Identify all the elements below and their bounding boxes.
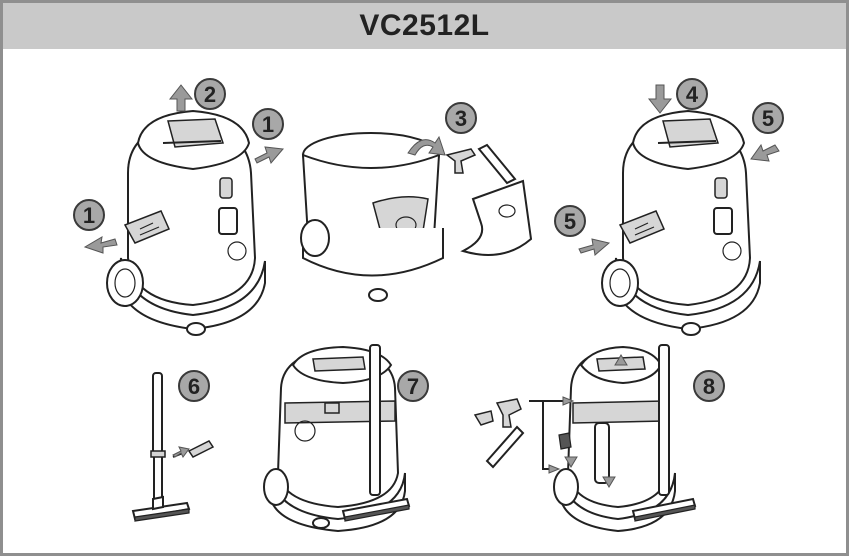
accessory-storage-panel-8 <box>473 344 697 533</box>
arrow-up-2 <box>168 84 194 112</box>
svg-text:8: 8 <box>703 374 715 399</box>
vacuum-with-wand-panel-7 <box>263 344 411 533</box>
step-badge-4: 4 <box>676 78 708 110</box>
step-badge-3: 3 <box>445 102 477 134</box>
open-container-panel-3 <box>300 132 533 302</box>
arrow-right-1 <box>254 146 284 164</box>
svg-text:5: 5 <box>564 209 576 234</box>
svg-text:1: 1 <box>262 112 274 137</box>
arrow-left-1 <box>83 236 118 254</box>
arrow-in-5-right <box>750 143 780 162</box>
arrow-curved-3 <box>407 135 446 156</box>
svg-text:1: 1 <box>83 203 95 228</box>
title-bar: VC2512L <box>3 3 846 49</box>
svg-text:7: 7 <box>407 374 419 399</box>
step-badge-5-right: 5 <box>752 102 784 134</box>
step-badge-8: 8 <box>693 370 725 402</box>
arrow-down-4 <box>647 84 673 114</box>
step-badge-2: 2 <box>194 78 226 110</box>
svg-text:3: 3 <box>455 106 467 131</box>
svg-text:5: 5 <box>762 106 774 131</box>
vacuum-unit-panel-4-5 <box>601 109 761 336</box>
arrow-in-5-left <box>578 238 611 256</box>
step-badge-6: 6 <box>178 370 210 402</box>
svg-text:6: 6 <box>188 374 200 399</box>
model-title: VC2512L <box>359 9 490 42</box>
wand-nozzle-panel-6 <box>131 372 215 522</box>
step-badge-7: 7 <box>397 370 429 402</box>
illustration-canvas: 2 1 1 3 4 5 5 6 <box>73 78 784 533</box>
vacuum-unit-panel-1 <box>106 109 266 336</box>
svg-text:2: 2 <box>204 82 216 107</box>
step-badge-1-right: 1 <box>252 108 284 140</box>
step-badge-5-left: 5 <box>554 205 586 237</box>
svg-text:4: 4 <box>686 82 699 107</box>
step-badge-1-left: 1 <box>73 199 105 231</box>
